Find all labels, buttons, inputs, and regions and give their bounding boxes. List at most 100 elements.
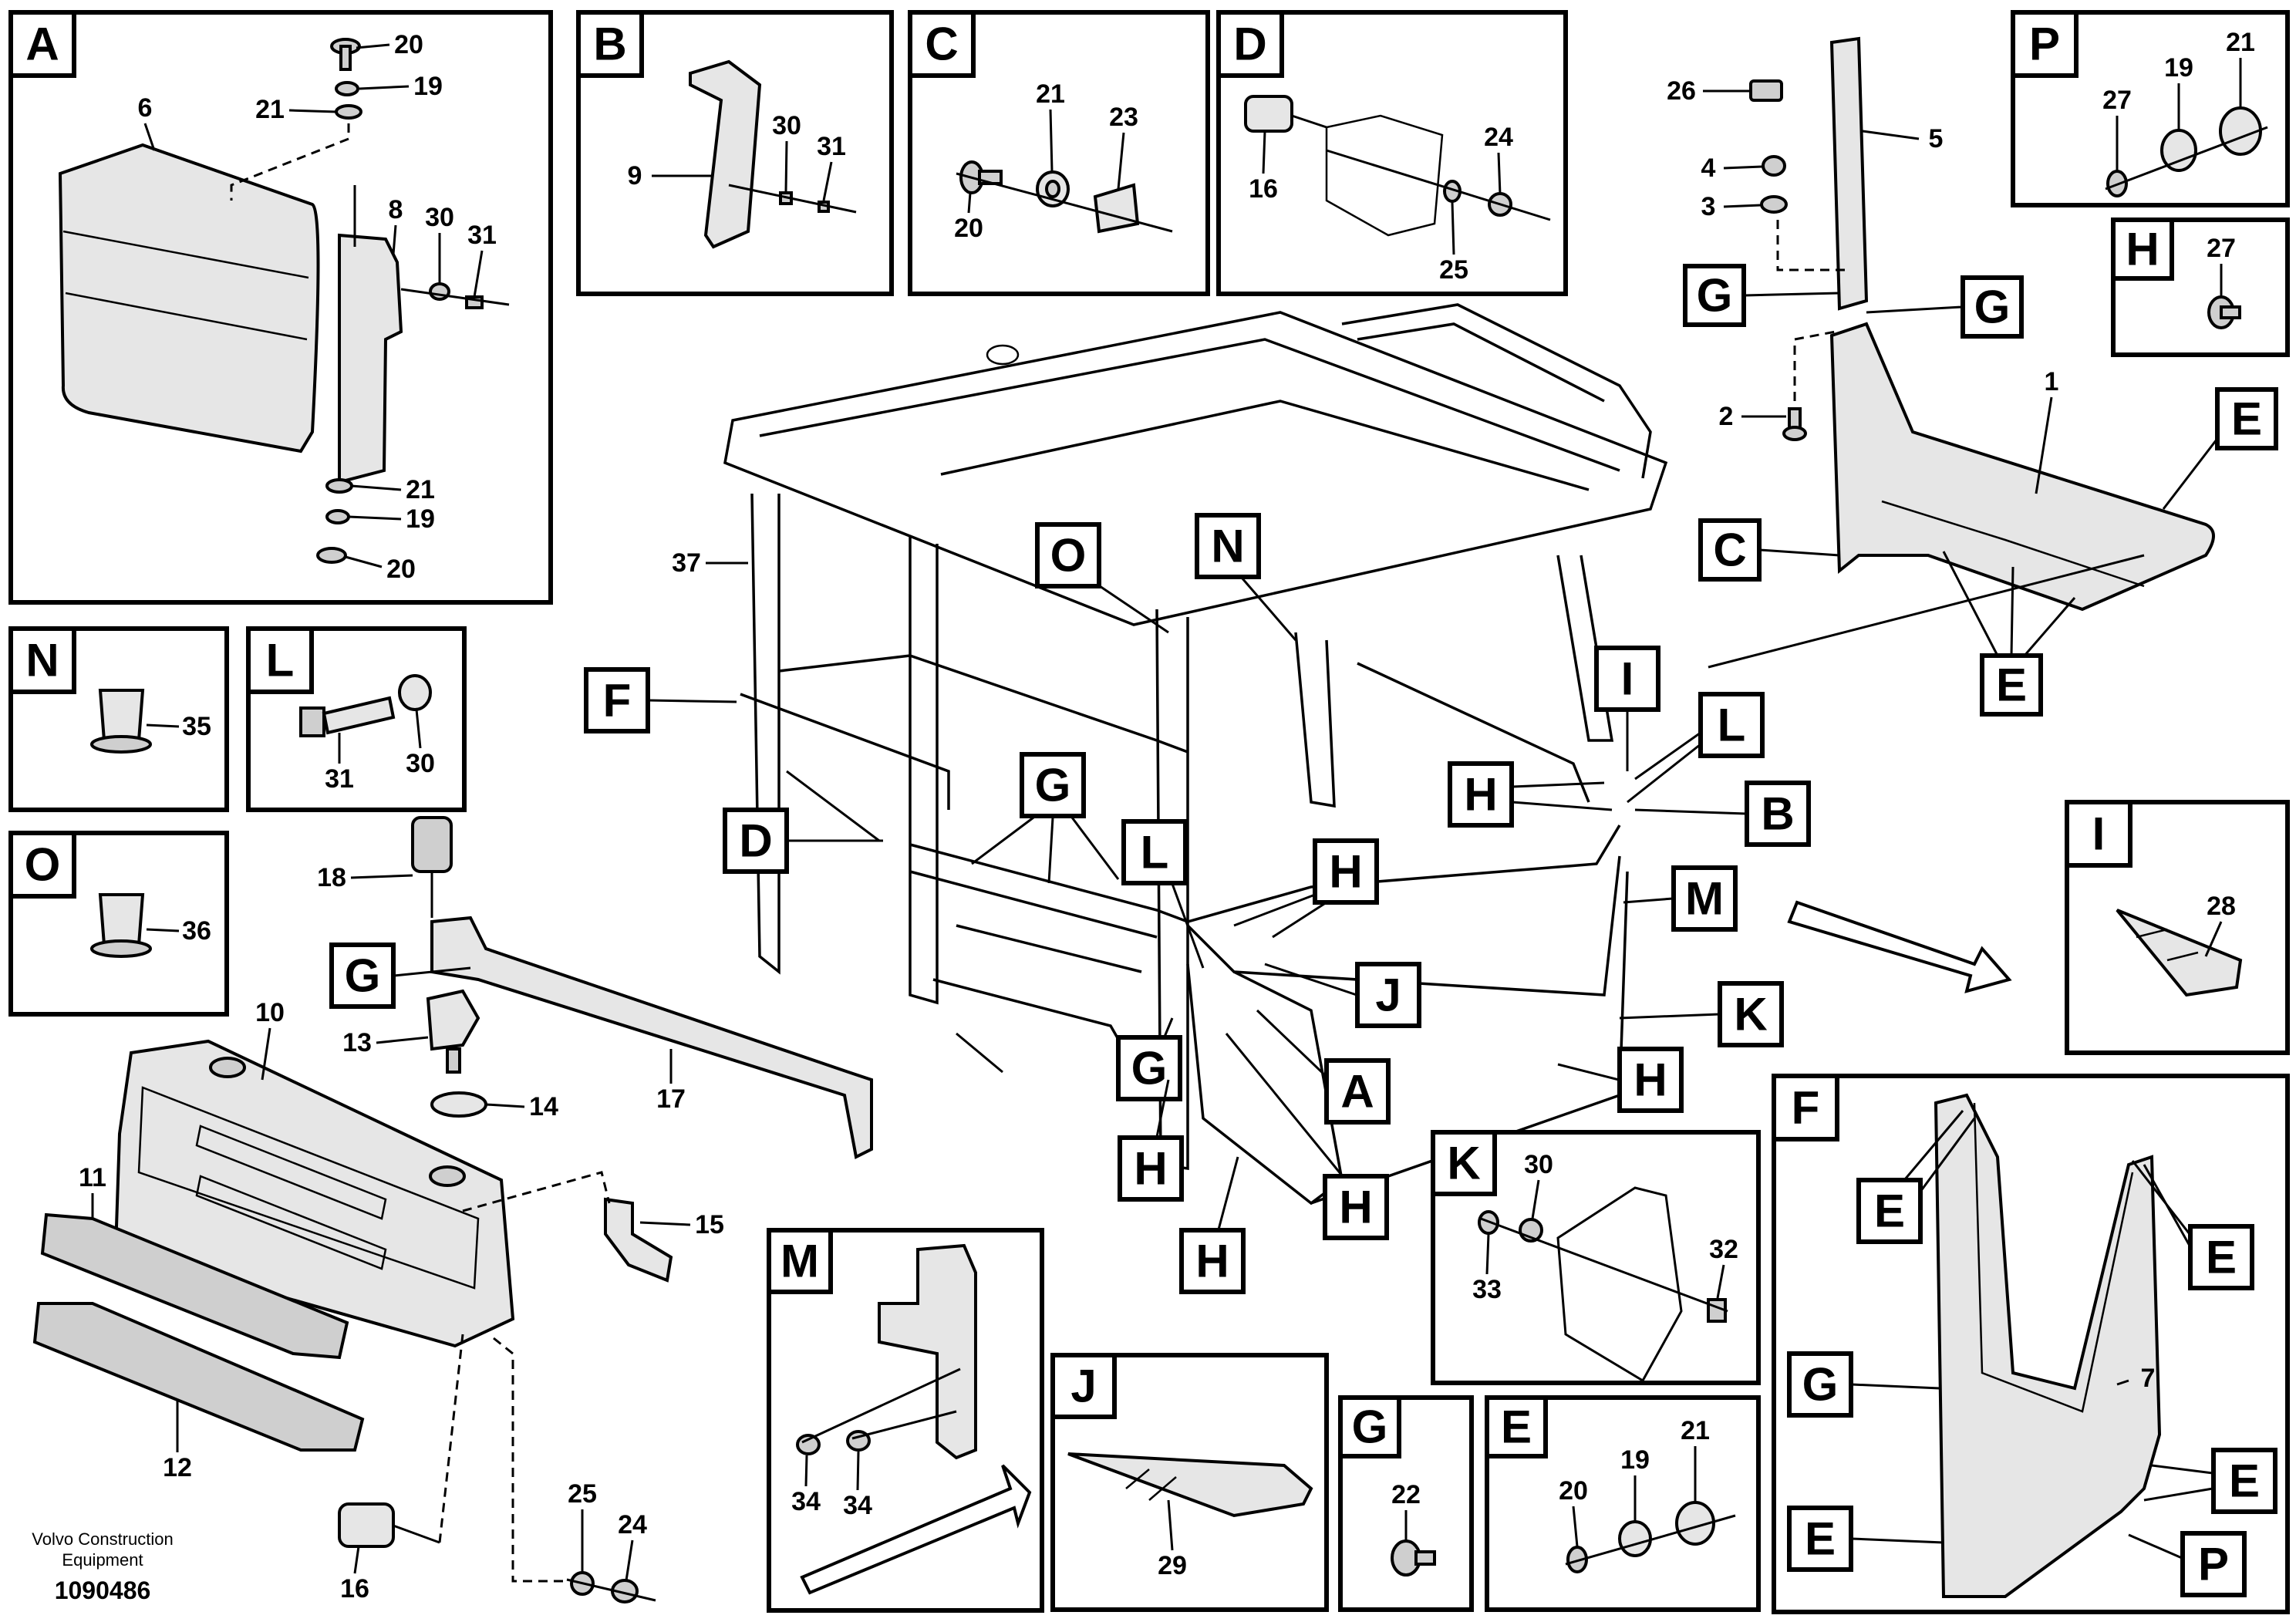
bolt-31-drawing — [322, 696, 396, 735]
inset-a-num: 21 — [406, 475, 435, 504]
grille-tag: G — [345, 950, 381, 1002]
inset-m-num: 34 — [791, 1487, 821, 1516]
strip-17-drawing — [430, 916, 873, 1159]
grille-group: 18 17 13 14 10 15 11 12 25 24 16 G — [32, 816, 873, 1603]
inset-d-num: 24 — [1484, 123, 1513, 152]
main-view-tag: G — [1131, 1043, 1168, 1094]
inset-b-letter: B — [593, 19, 626, 70]
right-panel-num: 5 — [1929, 124, 1944, 153]
main-view-tag: F — [603, 675, 632, 727]
main-view-tag: H — [1134, 1143, 1167, 1195]
main-view-tag: G — [1035, 760, 1071, 811]
inset-h-num: 27 — [2207, 234, 2236, 263]
inset-j-letter: J — [1070, 1361, 1096, 1412]
inset-e-num: 21 — [1681, 1416, 1710, 1445]
inset-a: A 20 19 21 6 8 30 31 21 — [8, 10, 553, 605]
inset-c-num: 23 — [1109, 103, 1138, 132]
main-view-tag: K — [1734, 989, 1767, 1040]
publisher-line1: Volvo Construction — [32, 1529, 173, 1549]
bracket-m-drawing — [878, 1243, 977, 1460]
inset-a-num: 30 — [425, 203, 454, 232]
inset-c: C 21 23 20 — [908, 10, 1210, 296]
inset-o-letter: O — [25, 839, 61, 891]
right-panel: 26 5 4 3 2 1 G G E C E — [1667, 36, 2278, 717]
grille-num: 17 — [656, 1084, 686, 1114]
inset-p: P 27 19 21 — [2011, 10, 2290, 207]
pillar-5-drawing — [1829, 36, 1869, 311]
cab-roof — [723, 311, 1668, 626]
inset-b-num: 30 — [772, 111, 801, 140]
inset-d-letter: D — [1233, 19, 1266, 70]
main-view-tag: M — [1685, 873, 1724, 925]
inset-g: G 22 — [1338, 1395, 1474, 1612]
inset-f-tag: E — [1874, 1185, 1905, 1237]
inset-m-letter: M — [781, 1236, 819, 1287]
inset-m-num: 34 — [843, 1491, 872, 1520]
inset-p-num: 21 — [2226, 28, 2255, 57]
inset-f-tag: E — [1805, 1513, 1836, 1565]
panel-7-drawing — [1934, 1093, 2162, 1598]
main-view-tag: H — [1339, 1182, 1372, 1233]
inset-p-letter: P — [2029, 19, 2060, 70]
inset-b-num: 9 — [628, 161, 642, 191]
right-panel-num: 3 — [1701, 192, 1716, 221]
inset-a-num: 20 — [394, 30, 423, 59]
inset-l-letter: L — [266, 635, 295, 686]
inset-n-letter: N — [25, 635, 59, 686]
inset-g-letter: G — [1352, 1401, 1388, 1453]
inset-a-num: 21 — [255, 95, 285, 124]
inset-h: H 27 — [2111, 218, 2290, 357]
main-view-tag: N — [1211, 521, 1244, 572]
right-panel-num: 26 — [1667, 76, 1696, 106]
inset-k-num: 33 — [1472, 1275, 1502, 1304]
bracket-9-drawing — [689, 59, 762, 249]
inset-l-num: 30 — [406, 749, 435, 778]
inset-g-num: 22 — [1391, 1480, 1421, 1509]
grille-num: 18 — [317, 863, 346, 892]
inset-a-num: 6 — [138, 93, 153, 123]
right-panel-tag: E — [2231, 393, 2262, 445]
inset-h-letter: H — [2126, 224, 2159, 275]
inset-i-letter: I — [2092, 808, 2106, 860]
inset-e: E 20 19 21 — [1485, 1395, 1761, 1612]
inset-k-letter: K — [1447, 1138, 1480, 1189]
main-view-tag: L — [1141, 827, 1169, 878]
right-panel-tag: C — [1713, 524, 1746, 576]
plate-28-drawing — [2116, 909, 2243, 997]
inset-a-num: 8 — [389, 195, 403, 224]
grate-12-drawing — [32, 1302, 365, 1452]
inset-f: F 7 E E G E E P — [1772, 1074, 2290, 1614]
inset-e-num: 20 — [1559, 1476, 1588, 1506]
inset-l: L 31 30 — [246, 626, 467, 812]
grille-num: 11 — [79, 1163, 106, 1192]
bracket-15-drawing — [604, 1197, 673, 1283]
inset-d: D 16 24 25 — [1216, 10, 1568, 296]
right-panel-tag: G — [1974, 282, 2011, 333]
drawing-number: 1090486 — [55, 1576, 151, 1604]
inset-l-num: 31 — [325, 764, 354, 794]
grille-num: 24 — [618, 1510, 647, 1539]
main-cab-view: 37 F D O N G L H I L H — [584, 303, 2012, 1294]
right-panel-tag: E — [1996, 659, 2027, 711]
footer: Volvo Construction Equipment 1090486 — [32, 1529, 173, 1604]
inset-f-num: 7 — [2141, 1364, 2156, 1393]
publisher-line2: Equipment — [62, 1550, 143, 1570]
main-view-tag: H — [1633, 1054, 1667, 1106]
inset-a-num: 19 — [406, 504, 435, 534]
grille-num: 12 — [163, 1453, 192, 1482]
inset-f-letter: F — [1792, 1082, 1820, 1134]
inset-f-tag: E — [2229, 1455, 2260, 1507]
grille-num: 16 — [340, 1574, 369, 1603]
inset-c-num: 21 — [1036, 79, 1065, 109]
inset-k-num: 30 — [1524, 1150, 1553, 1179]
main-view-tag: L — [1718, 700, 1746, 751]
right-panel-tag: G — [1697, 270, 1733, 322]
main-view-tag: I — [1621, 653, 1634, 705]
inset-o-num: 36 — [182, 916, 211, 946]
inset-k-num: 32 — [1709, 1235, 1738, 1264]
inset-n-num: 35 — [182, 712, 211, 741]
inset-c-num: 20 — [954, 214, 983, 243]
main-view-tag: H — [1464, 769, 1497, 821]
inset-c-letter: C — [925, 19, 958, 70]
